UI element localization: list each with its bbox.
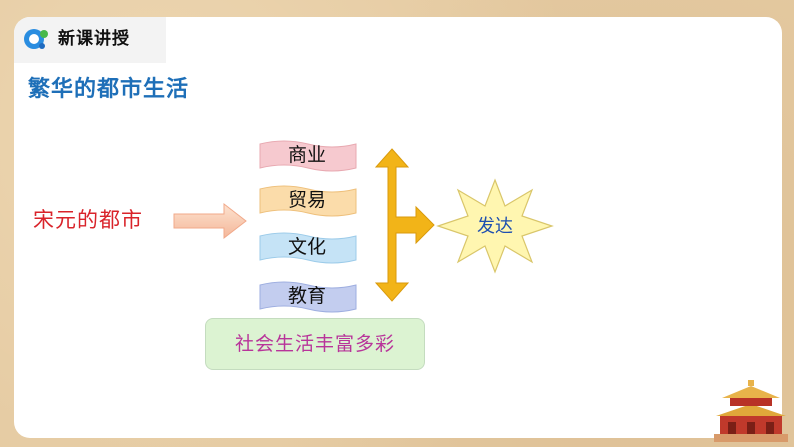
star-burst-icon: [436, 178, 554, 274]
section-title: 繁华的都市生活: [28, 77, 190, 102]
banner-trade-label: 贸易: [287, 189, 326, 211]
header-title: 新课讲授: [58, 29, 130, 49]
banner-trade: [259, 185, 357, 217]
banner-culture-label: 文化: [287, 236, 326, 258]
bracket-arrow-icon: [374, 148, 435, 302]
right-arrow-icon: [173, 202, 247, 240]
banner-commerce: [259, 140, 357, 172]
summary-label: 社会生活丰富多彩: [234, 333, 395, 355]
summary-box: [205, 318, 425, 370]
banner-culture: [259, 232, 357, 264]
result-label: 发达: [477, 216, 513, 237]
palace-gate-icon: [714, 380, 788, 442]
source-label: 宋元的都市: [33, 208, 143, 232]
banner-education: [259, 281, 357, 313]
banner-commerce-label: 商业: [287, 144, 326, 166]
logo-icon: [24, 29, 48, 49]
banner-education-label: 教育: [287, 285, 326, 307]
